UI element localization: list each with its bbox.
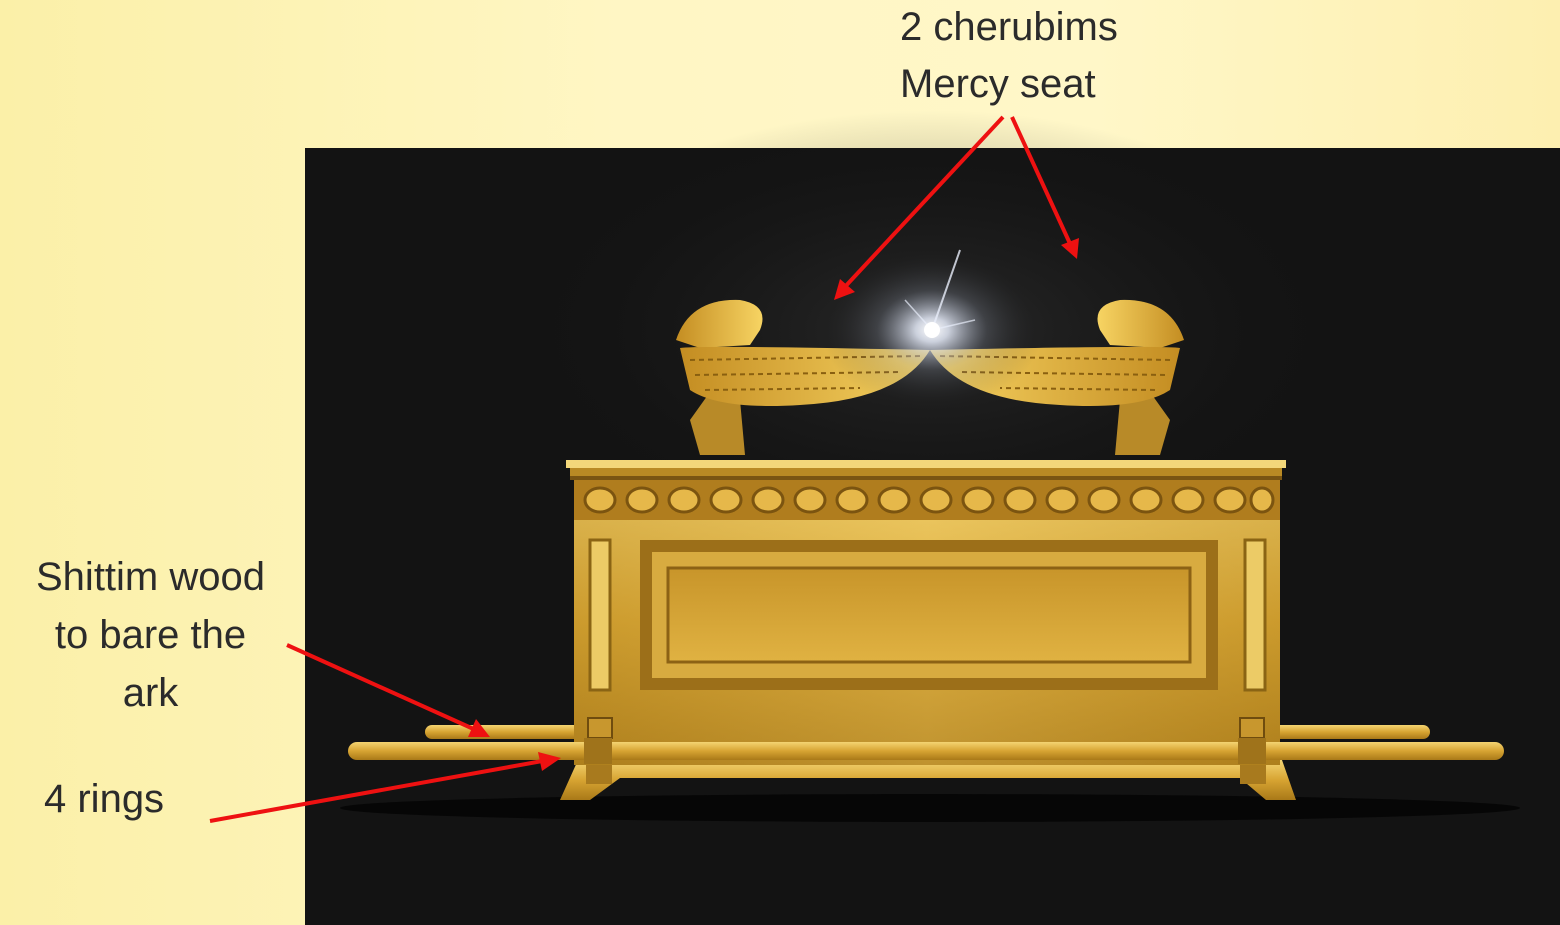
front-pole [348,738,1504,764]
mercy-seat-lid [566,460,1286,480]
ornament-band [583,486,1275,514]
label-cherubims: 2 cherubims [900,5,1118,49]
arrow-rings [209,752,561,823]
label-shittim-line1: Shittim wood [36,555,265,599]
label-shittim-wood: Shittim wood to bare the ark [8,548,293,722]
annotation-arrows [209,115,1079,823]
label-rings: 4 rings [44,777,165,821]
glory-light [822,249,1042,410]
label-shittim-line3: ark [122,671,179,715]
label-mercy-seat: Mercy seat [900,62,1096,106]
arrow-cherubim-right [1010,116,1079,259]
ark-chest [574,475,1280,765]
arrow-cherubim-left [834,115,1005,300]
label-shittim-line2: to bare the [54,613,247,657]
arrow-shittim-wood [286,643,490,737]
